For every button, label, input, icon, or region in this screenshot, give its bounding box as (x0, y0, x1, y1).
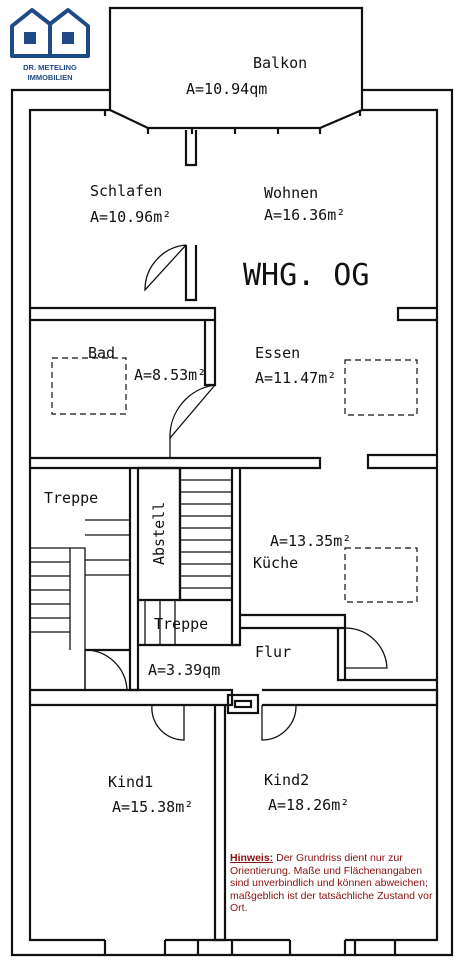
bad-name: Bad (88, 344, 115, 362)
bad-area: A=8.53m² (134, 366, 206, 384)
kind2-area: A=18.26m² (268, 796, 349, 814)
kueche-name: Küche (253, 554, 298, 572)
logo-line2: IMMOBILIEN (28, 73, 73, 82)
kind2-name: Kind2 (264, 771, 309, 789)
walls (10, 6, 454, 957)
balkon-area: A=10.94qm (186, 80, 267, 98)
schlafen-area: A=10.96m² (90, 208, 171, 226)
disclaimer-heading: Hinweis: (230, 852, 274, 864)
company-logo: DR. METELING IMMOBILIEN (10, 8, 90, 82)
kind1-area: A=15.38m² (112, 798, 193, 816)
essen-area: A=11.47m² (255, 369, 336, 387)
abstell-name: Abstell (150, 502, 168, 565)
furniture-outlines (51, 357, 418, 603)
essen-name: Essen (255, 344, 300, 362)
balkon-name: Balkon (253, 54, 307, 72)
disclaimer-note: Hinweis: Der Grundriss dient nur zur Ori… (230, 852, 442, 915)
staircase (30, 479, 232, 690)
wohnen-name: Wohnen (264, 184, 318, 202)
treppe-mid-name: Treppe (154, 615, 208, 633)
house-icon (10, 8, 90, 58)
flur-name: Flur (255, 643, 291, 661)
wohnen-area: A=16.36m² (264, 206, 345, 224)
disclaimer-text: Der Grundriss dient nur zur Orientierung… (230, 852, 433, 914)
doors (84, 244, 388, 741)
plan-title: WHG. OG (243, 258, 369, 293)
room-labels: Balkon A=10.94qm Schlafen A=10.96m² Wohn… (44, 54, 369, 816)
logo-line1: DR. METELING (23, 63, 77, 72)
kind1-name: Kind1 (108, 773, 153, 791)
flur-area: A=3.39qm (148, 661, 220, 679)
treppe-left-name: Treppe (44, 489, 98, 507)
kueche-area: A=13.35m² (270, 532, 351, 550)
schlafen-name: Schlafen (90, 182, 162, 200)
